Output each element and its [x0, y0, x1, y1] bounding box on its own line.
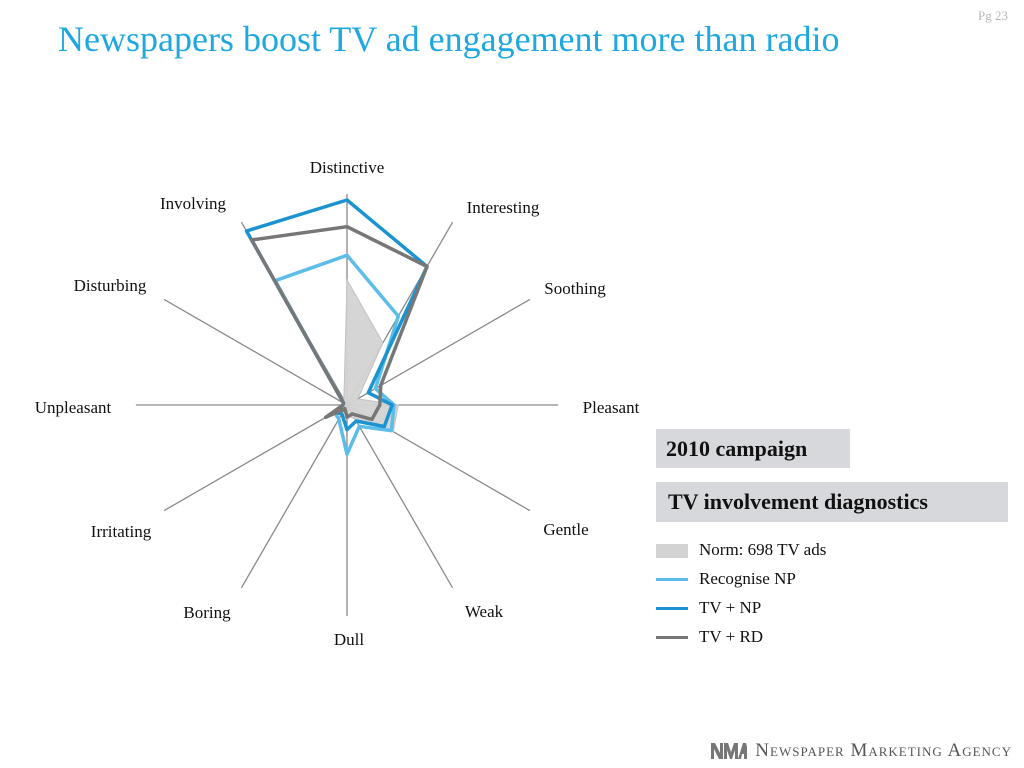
legend-label: Recognise NP: [699, 569, 796, 588]
axis-label-disturbing: Disturbing: [74, 276, 147, 295]
axis-label-dull: Dull: [334, 630, 365, 649]
legend-label: TV + NP: [699, 598, 762, 617]
axis-line-irritating: [163, 404, 348, 512]
axis-line-disturbing: [163, 298, 348, 406]
axis-label-irritating: Irritating: [91, 522, 152, 541]
slide-title: Newspapers boost TV ad engagement more t…: [58, 19, 840, 59]
legend-label: Norm: 698 TV ads: [699, 540, 827, 559]
agency-logo: Newspaper Marketing Agency: [711, 740, 1012, 762]
radar-axis-labels: DistinctiveInterestingSoothingPleasantGe…: [35, 158, 640, 649]
series-tv-rd: [249, 224, 429, 422]
axis-label-gentle: Gentle: [543, 520, 588, 539]
diagnostics-label: TV involvement diagnostics: [656, 482, 1008, 522]
legend-swatch-recognise-np: [656, 578, 688, 581]
series-tv-np: [244, 198, 429, 432]
axis-label-interesting: Interesting: [467, 198, 540, 217]
axis-line-weak: [346, 404, 454, 589]
axis-label-unpleasant: Unpleasant: [35, 398, 112, 417]
axis-label-distinctive: Distinctive: [310, 158, 385, 177]
legend-swatch-norm: [656, 544, 688, 558]
radar-series: [244, 198, 429, 456]
axis-label-soothing: Soothing: [544, 279, 606, 298]
campaign-label: 2010 campaign: [656, 429, 850, 468]
axis-label-boring: Boring: [183, 603, 231, 622]
axis-label-pleasant: Pleasant: [583, 398, 640, 417]
legend-swatch-tv-rd: [656, 636, 688, 639]
legend-swatch-tv-np: [656, 607, 688, 610]
axis-line-boring: [240, 404, 348, 589]
legend-label: TV + RD: [699, 627, 764, 646]
axis-label-involving: Involving: [160, 194, 227, 213]
nma-logo-icon: [711, 743, 748, 759]
agency-name: Newspaper Marketing Agency: [755, 740, 1012, 761]
page-number: Pg 23: [978, 8, 1008, 23]
axis-label-weak: Weak: [465, 602, 504, 621]
